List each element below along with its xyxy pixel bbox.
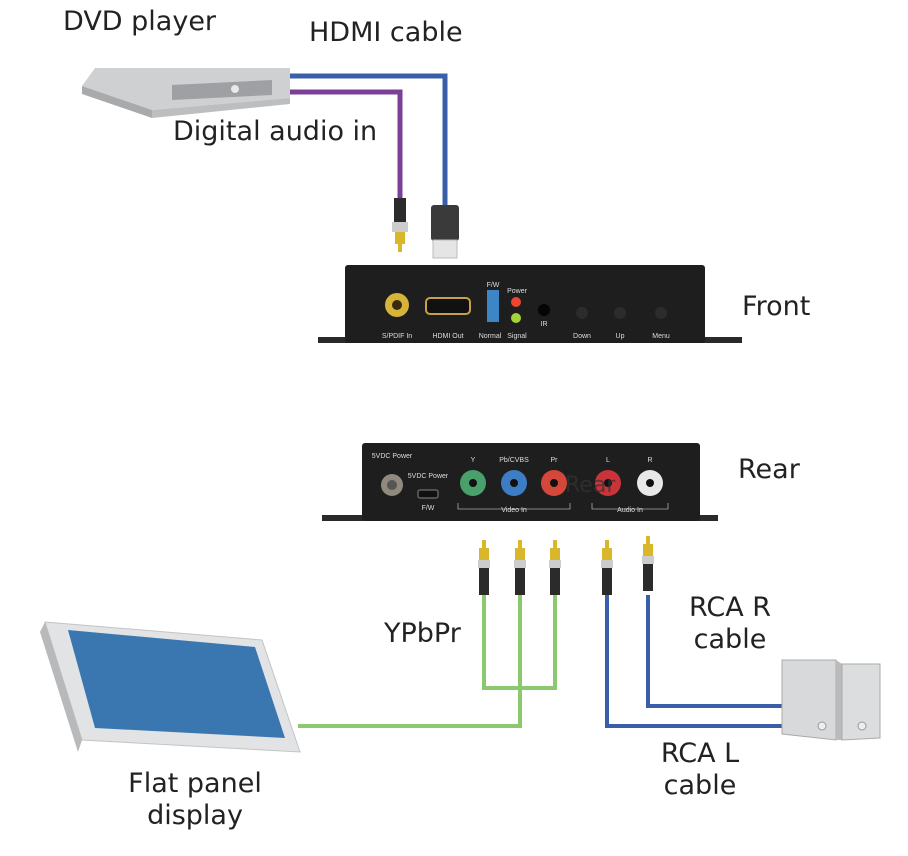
dvd-player-label: DVD player — [63, 6, 217, 37]
front-label: Front — [742, 291, 811, 322]
audio-in-label: Audio In — [617, 507, 643, 514]
menu-label: Menu — [652, 333, 670, 340]
component-plugs-icon — [478, 540, 561, 595]
hdmi-out-label: HDMI Out — [432, 333, 463, 340]
signal-label: Signal — [507, 333, 527, 340]
fw-label: F/W — [487, 282, 500, 289]
dvd-player-icon — [82, 68, 290, 118]
r-label: R — [647, 457, 652, 464]
5vdc-power-label: 5VDC Power — [372, 453, 413, 460]
digital-audio-in-label: Digital audio in — [173, 116, 378, 147]
rear-fw-label: F/W — [422, 505, 435, 512]
ir-label: IR — [541, 321, 548, 328]
down-label: Down — [573, 333, 591, 340]
digital-audio-cable-line — [290, 89, 403, 200]
rca-r-cable-label: RCA R cable — [670, 592, 790, 657]
normal-label: Normal — [479, 333, 502, 340]
hdmi-plug-icon — [431, 205, 459, 259]
rca-r-line2: cable — [693, 624, 767, 656]
speakers-icon — [781, 659, 881, 741]
up-label: Up — [616, 333, 625, 340]
l-label: L — [606, 457, 610, 464]
rca-l-line2: cable — [663, 770, 737, 802]
pr-label: Pr — [551, 457, 559, 464]
y-label: Y — [471, 457, 476, 464]
flat-panel-line1: Flat panel — [128, 768, 262, 799]
pb-cvbs-label: Pb/CVBS — [499, 457, 529, 464]
5vdc-power-fw-label: 5VDC Power — [408, 473, 449, 480]
flat-panel-line2: display — [147, 800, 243, 832]
power-label: Power — [507, 288, 528, 295]
video-in-label: Video In — [501, 507, 527, 514]
rca-r-line1: RCA R — [688, 592, 772, 623]
hdmi-cable-label: HDMI cable — [309, 17, 463, 48]
flat-panel-display-label: Flat panel display — [115, 768, 275, 833]
ypbpr-label: YPbPr — [384, 618, 461, 649]
rear-device: 5VDC Power 5VDC Power F/W Y Pb/CVBS Pr L… — [322, 443, 718, 521]
rca-cable-lines — [605, 595, 782, 728]
flat-panel-display-icon — [40, 621, 301, 753]
digital-audio-plug-icon — [392, 198, 408, 252]
rca-audio-plugs-icon — [601, 536, 654, 595]
rear-overlay-text: Rear — [565, 473, 616, 498]
hdmi-cable-line — [290, 73, 448, 208]
rear-label: Rear — [738, 454, 800, 485]
rca-l-cable-label: RCA L cable — [640, 738, 760, 803]
rca-l-line1: RCA L — [660, 738, 740, 769]
front-device: S/PDIF In HDMI Out F/W Normal Power Sign… — [318, 265, 742, 343]
spdif-in-label: S/PDIF In — [382, 333, 412, 340]
ypbpr-cable-lines — [298, 595, 557, 728]
